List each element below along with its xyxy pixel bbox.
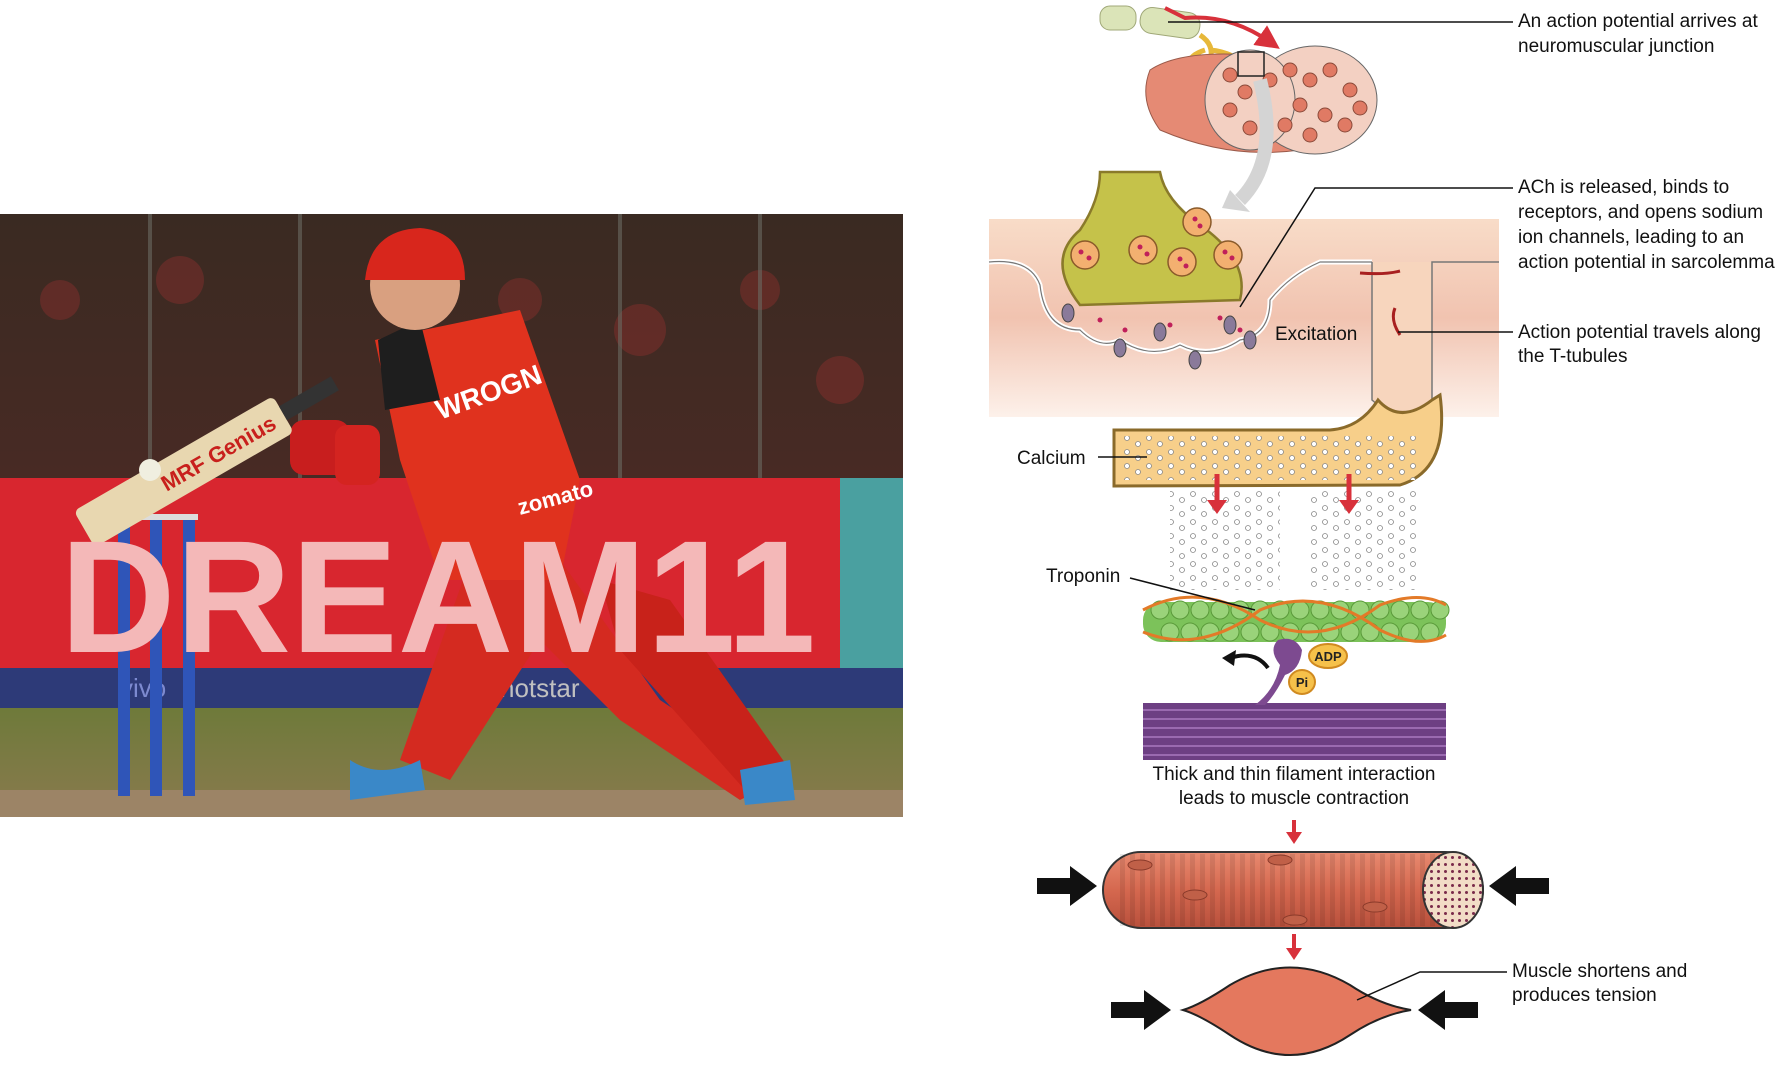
caption-filament-line1: Thick and thin filament interaction (1152, 764, 1435, 785)
label-adp: ADP (1314, 649, 1342, 664)
thin-filament (1142, 595, 1450, 643)
label-pi: Pi (1296, 675, 1308, 690)
label-ach-line2: receptors, and opens sodium (1518, 202, 1763, 223)
cricket-ball (139, 459, 161, 481)
banner-text: DREAM11 (60, 507, 816, 686)
stumps (114, 514, 198, 796)
caption-filament-line2: leads to muscle contraction (1179, 788, 1409, 809)
muscle-fiber (1102, 851, 1484, 929)
leader-lines (1098, 21, 1513, 1001)
label-ttubule-line2: the T-tubules (1518, 346, 1628, 367)
contracted-muscle (1179, 966, 1412, 1056)
label-ttubule-line1: Action potential travels along (1518, 322, 1761, 343)
calcium-ions (1170, 490, 1420, 590)
batsman: WROGN zomato (290, 228, 795, 805)
calcium-release-arrows (1214, 474, 1352, 500)
muscle-contraction-diagram: Excitation (988, 5, 1775, 1056)
label-arrival-line1: An action potential arrives at (1518, 11, 1758, 32)
muscle-bundle (1145, 45, 1378, 212)
thick-filament (1143, 703, 1446, 760)
label-tension-line1: Muscle shortens and (1512, 961, 1687, 982)
label-tension-line2: produces tension (1512, 985, 1657, 1006)
label-calcium: Calcium (1017, 448, 1086, 469)
label-excitation: Excitation (1275, 324, 1357, 345)
label-ach-line4: action potential in sarcolemma (1518, 252, 1775, 273)
label-arrival-line2: neuromuscular junction (1518, 36, 1714, 57)
cricket-photo: vivo hotstar WROGN zomato (0, 214, 903, 817)
label-troponin: Troponin (1046, 566, 1120, 587)
flow-arrows (1286, 820, 1302, 960)
synaptic-terminal (1061, 170, 1257, 370)
label-ach-line3: ion channels, leading to an (1518, 227, 1744, 248)
myosin-head (1255, 638, 1302, 705)
label-ach-line1: ACh is released, binds to (1518, 177, 1729, 198)
compression-arrows (1037, 866, 1549, 1030)
